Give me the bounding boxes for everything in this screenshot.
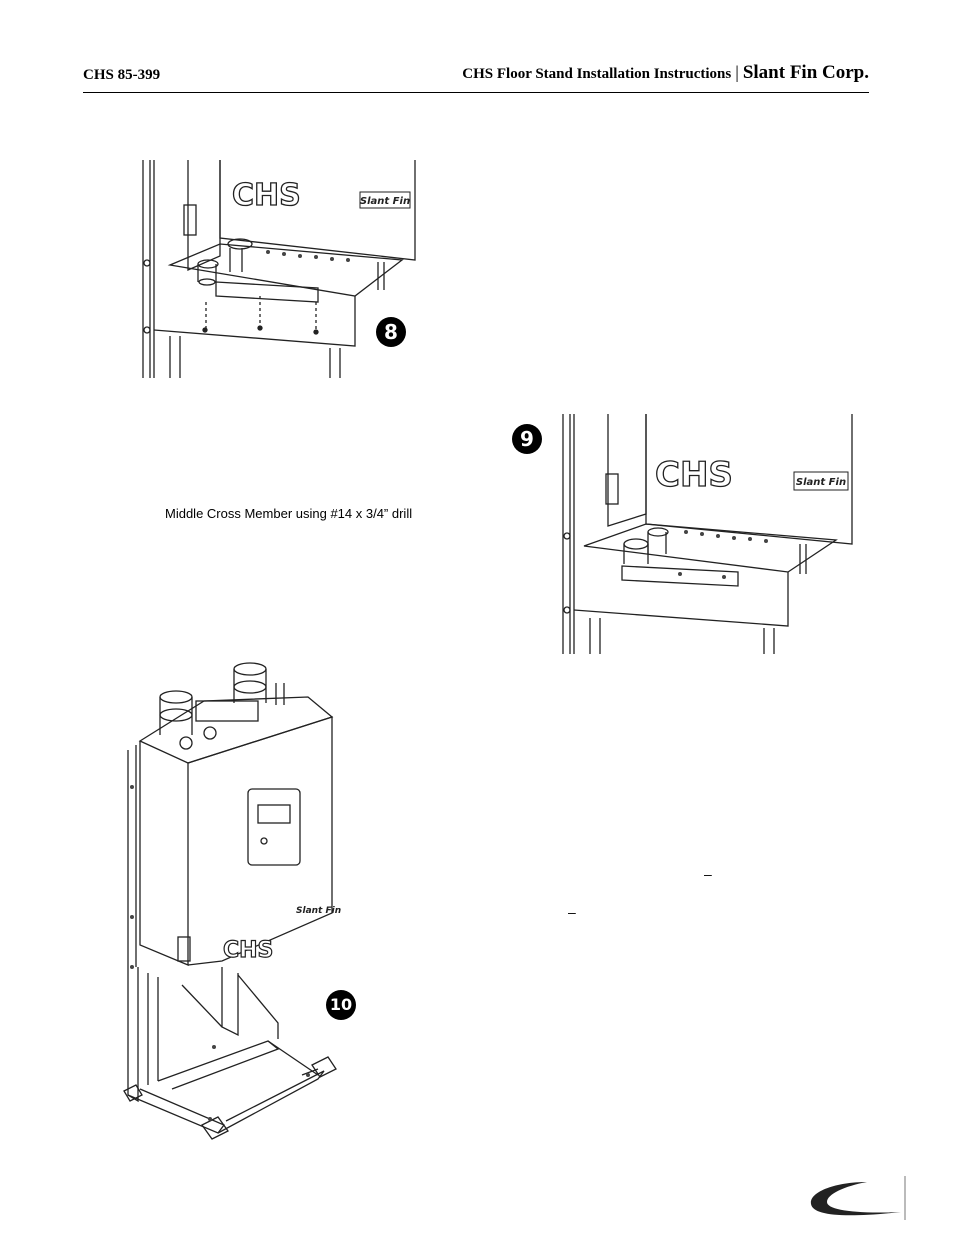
step-badge-8: 8	[376, 317, 406, 347]
step-badge-9: 9	[512, 424, 542, 454]
slant-fin-plate: Slant Fin	[796, 477, 846, 488]
dash-mark-2: –	[568, 904, 576, 920]
header-separator: |	[735, 62, 739, 82]
slant-fin-plate: Slant Fin	[296, 906, 341, 916]
company-name: Slant Fin Corp.	[742, 62, 869, 83]
chs-logo: CHS	[223, 938, 273, 963]
slant-fin-plate: Slant Fin	[360, 196, 410, 207]
dash-mark-1: –	[704, 866, 712, 882]
header-title-group: CHS Floor Stand Installation Instruction…	[462, 62, 869, 84]
document-code: CHS 85-399	[83, 67, 161, 83]
page-header: CHS 85-399 CHS Floor Stand Installation …	[83, 60, 869, 93]
figure-9-illustration: CHS Slant Fin	[562, 414, 853, 654]
slant-fin-swoosh-icon	[810, 1176, 906, 1220]
figure-10-illustration: CHS Slant Fin	[123, 662, 341, 1140]
chs-logo: CHS	[655, 455, 733, 495]
document-title: CHS Floor Stand Installation Instruction…	[462, 66, 732, 82]
figure-8-illustration: CHS Slant Fin	[142, 160, 416, 378]
cross-member-note: Middle Cross Member using #14 x 3/4” dri…	[165, 506, 413, 521]
chs-logo: CHS	[232, 178, 301, 213]
step-badge-10: 10	[326, 990, 356, 1020]
